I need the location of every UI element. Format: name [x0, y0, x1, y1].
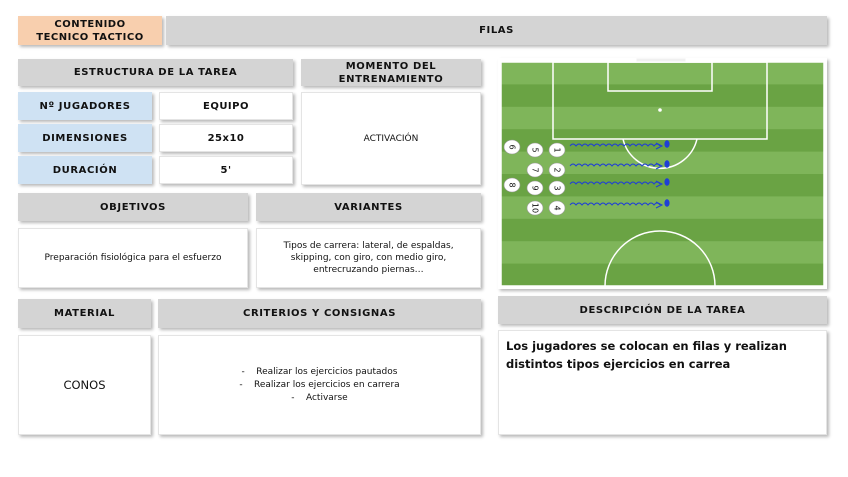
run-path [569, 143, 661, 147]
player-marker: 5 [526, 142, 544, 158]
run-path [569, 181, 661, 185]
content-category-badge: CONTENIDO TECNICO TACTICO [18, 16, 162, 45]
run-arrow [655, 142, 664, 150]
player-marker: 6 [503, 139, 521, 155]
pitch-stripe [501, 62, 824, 85]
player-number: 1 [553, 147, 562, 152]
criteria-item: - Realizar los ejercicios en carrera [239, 379, 400, 390]
pitch-stripe [501, 106, 824, 130]
player-number: 10 [531, 203, 540, 213]
pitch-stripe [501, 218, 824, 242]
pitch-stripe [501, 174, 824, 197]
description-text-cell: Los jugadores se colocan en filas y real… [498, 330, 827, 435]
pitch-stripe [501, 196, 824, 220]
variants-value: Tipos de carrera: lateral, de espaldas, … [283, 241, 454, 275]
dimensions-value-cell: 25x10 [159, 124, 293, 152]
duration-label-cell: DURACIÓN [18, 156, 152, 184]
player-marker: 2 [548, 162, 566, 178]
moment-title: MOMENTO DEL ENTRENAMIENTO [338, 60, 444, 85]
drill-diagram: 1 2 3 4 5 6 7 8 9 10 [498, 58, 827, 289]
dimensions-label: DIMENSIONES [42, 132, 128, 144]
pitch-stripe [501, 263, 824, 287]
player-marker: 9 [526, 180, 544, 196]
criteria-header: CRITERIOS Y CONSIGNAS [158, 299, 481, 328]
player-marker: 8 [503, 177, 521, 193]
duration-label: DURACIÓN [52, 164, 118, 176]
criteria-list: - Realizar los ejercicios pautados - Rea… [158, 335, 481, 435]
dimensions-value: 25x10 [207, 132, 245, 144]
players-value-cell: EQUIPO [159, 92, 293, 120]
material-title: MATERIAL [54, 308, 115, 319]
moment-header: MOMENTO DEL ENTRENAMIENTO [301, 59, 481, 86]
player-number: 4 [553, 205, 562, 210]
run-arrow [655, 180, 664, 188]
material-value: CONOS [63, 378, 106, 392]
player-number: 5 [531, 147, 540, 152]
criteria-item: - Realizar los ejercicios pautados [241, 366, 398, 377]
pitch-stripe [501, 241, 824, 265]
description-text: Los jugadores se colocan en filas y real… [506, 339, 787, 371]
pitch-lines [500, 61, 825, 287]
run-path [569, 202, 661, 206]
criteria-title: CRITERIOS Y CONSIGNAS [243, 308, 396, 319]
description-title: DESCRIPCIÓN DE LA TAREA [579, 304, 746, 316]
description-header: DESCRIPCIÓN DE LA TAREA [498, 296, 827, 324]
duration-value-cell: 5' [159, 156, 293, 184]
material-value-cell: CONOS [18, 335, 151, 435]
player-number: 9 [531, 185, 540, 190]
run-arrow [655, 162, 664, 170]
objectives-title: OBJETIVOS [100, 201, 166, 213]
run-arrow [655, 201, 664, 209]
end-marker [664, 199, 670, 207]
task-name-bar: FILAS [166, 16, 827, 45]
player-marker: 10 [526, 200, 544, 216]
structure-title: ESTRUCTURA DE LA TAREA [73, 67, 238, 78]
moment-value: ACTIVACIÓN [363, 133, 419, 144]
player-number: 7 [531, 167, 540, 172]
pitch-svg: 1 2 3 4 5 6 7 8 9 10 [498, 58, 827, 289]
player-number: 2 [553, 167, 562, 172]
criteria-item: - Activarse [291, 392, 348, 403]
player-marker: 3 [548, 180, 566, 196]
objectives-value: Preparación fisiológica para el esfuerzo [44, 253, 222, 263]
player-marker: 7 [526, 162, 544, 178]
content-category-label: CONTENIDO TECNICO TACTICO [36, 18, 144, 43]
player-marker: 1 [548, 142, 566, 158]
variants-value-cell: Tipos de carrera: lateral, de espaldas, … [256, 228, 481, 288]
player-marker: 4 [548, 200, 566, 216]
structure-header: ESTRUCTURA DE LA TAREA [18, 59, 293, 86]
dimensions-label-cell: DIMENSIONES [18, 124, 152, 152]
objectives-value-cell: Preparación fisiológica para el esfuerzo [18, 228, 248, 288]
variants-header: VARIANTES [256, 193, 481, 221]
players-value: EQUIPO [202, 100, 249, 112]
players-label-cell: Nº JUGADORES [18, 92, 152, 120]
end-marker [664, 178, 670, 186]
end-marker [664, 160, 670, 168]
objectives-header: OBJETIVOS [18, 193, 248, 221]
player-number: 6 [508, 144, 517, 149]
players-label: Nº JUGADORES [39, 100, 131, 112]
player-number: 8 [508, 182, 517, 187]
player-number: 3 [553, 185, 562, 190]
variants-title: VARIANTES [334, 201, 403, 213]
run-path [569, 163, 661, 167]
task-name: FILAS [479, 25, 514, 36]
pitch-stripe [501, 84, 824, 108]
material-header: MATERIAL [18, 299, 151, 328]
end-marker [664, 140, 670, 148]
moment-value-cell: ACTIVACIÓN [301, 92, 481, 185]
duration-value: 5' [220, 164, 232, 176]
pitch-stripe [501, 151, 824, 175]
